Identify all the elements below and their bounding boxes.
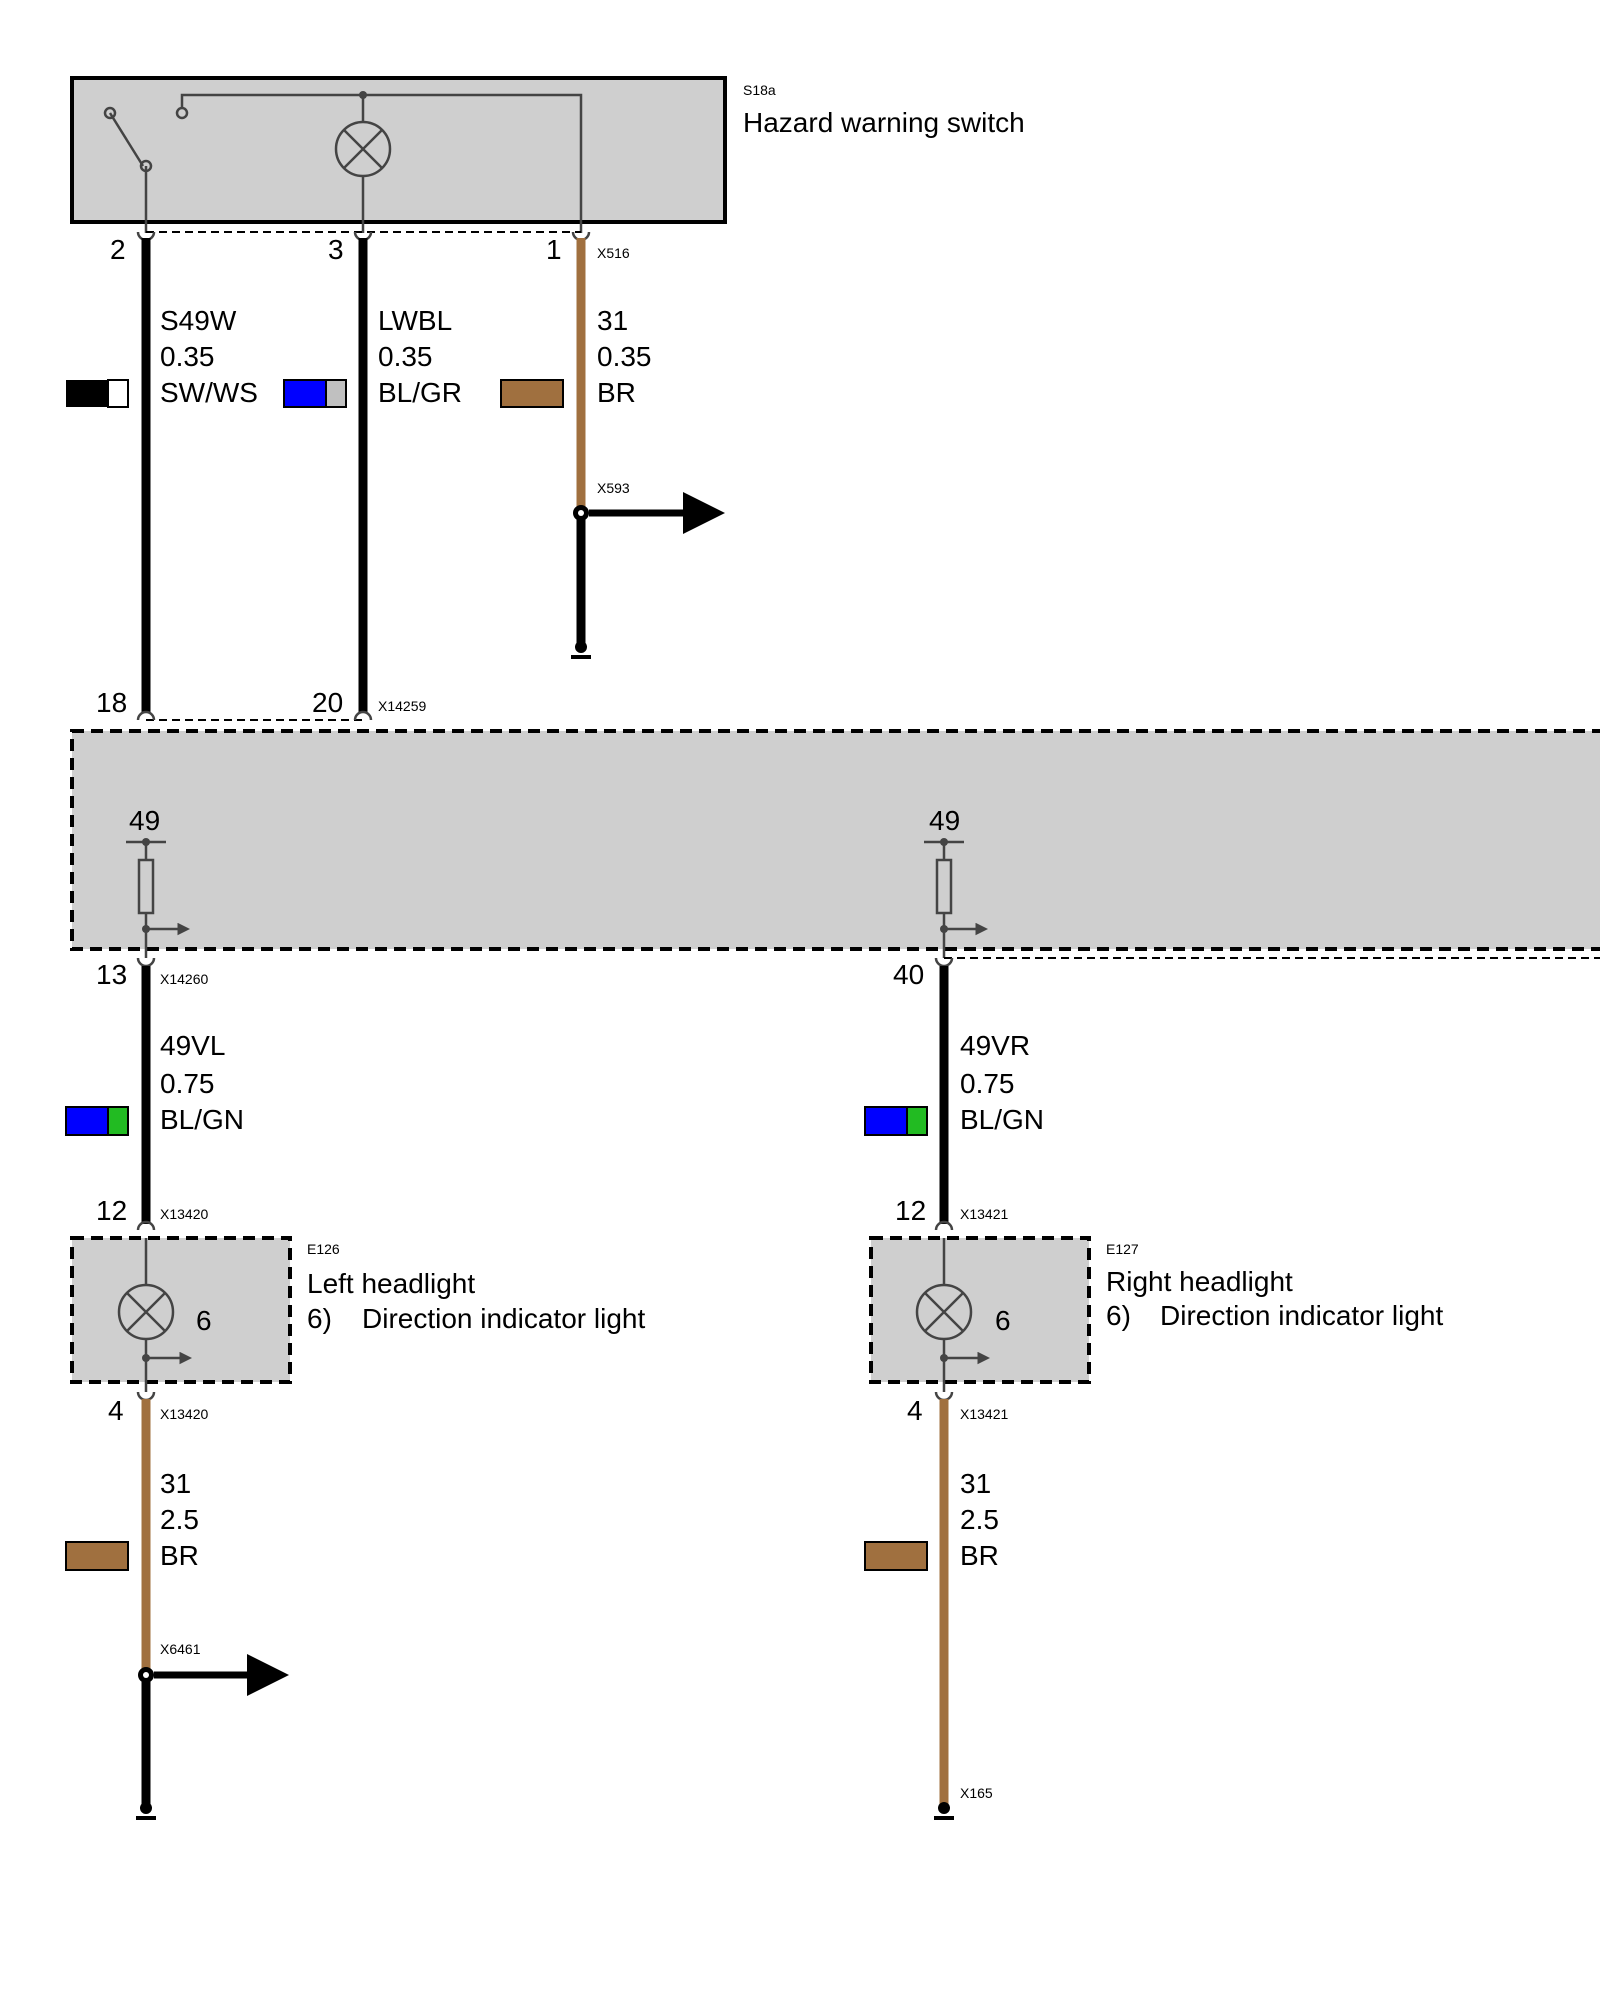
wire-signal: 31 — [160, 1468, 191, 1499]
pin-label: 12 — [895, 1195, 926, 1226]
terminal-label: 49 — [129, 805, 160, 836]
connector-id: X13420 — [160, 1406, 208, 1422]
terminal-label: 49 — [929, 805, 960, 836]
connector-id: X14259 — [378, 698, 426, 714]
wire-31-right: 31 2.5 BR X165 — [864, 1399, 999, 1820]
wire-color: BL/GR — [378, 377, 462, 408]
splice-id: X6461 — [160, 1641, 201, 1657]
pin-label: 3 — [328, 234, 344, 265]
item-number: 6) — [1106, 1300, 1131, 1331]
wire-size: 0.75 — [960, 1068, 1015, 1099]
lamp-number: 6 — [995, 1305, 1011, 1336]
component-name: Right headlight — [1106, 1266, 1293, 1297]
wire-color: BR — [597, 377, 636, 408]
switch-name: Hazard warning switch — [743, 107, 1025, 138]
control-module: 49 49 — [70, 729, 1600, 958]
wire-size: 0.35 — [160, 341, 215, 372]
pin-label: 12 — [96, 1195, 127, 1226]
component-name: Left headlight — [307, 1268, 475, 1299]
wire-size: 0.75 — [160, 1068, 215, 1099]
pin-label: 4 — [108, 1395, 124, 1426]
lamp-icon — [334, 120, 392, 178]
switch-id: S18a — [743, 82, 776, 98]
splice-id: X593 — [597, 480, 630, 496]
connector-id: X13421 — [960, 1406, 1008, 1422]
item-description: Direction indicator light — [362, 1303, 645, 1334]
module-input-connector: 18 20 X14259 — [96, 687, 426, 721]
item-number: 6) — [307, 1303, 332, 1334]
wire-signal: LWBL — [378, 305, 452, 336]
color-swatch — [65, 1541, 129, 1571]
wire-color: BL/GN — [960, 1104, 1044, 1135]
color-swatch — [864, 1541, 928, 1571]
wire-signal: 49VR — [960, 1030, 1030, 1061]
hazard-switch-component: S18a Hazard warning switch — [70, 76, 1025, 233]
color-swatch — [65, 1106, 129, 1136]
wire-signal: 31 — [597, 305, 628, 336]
wire-color: BL/GN — [160, 1104, 244, 1135]
item-description: Direction indicator light — [1160, 1300, 1443, 1331]
pin-label: 2 — [110, 234, 126, 265]
component-id: E127 — [1106, 1241, 1139, 1257]
connector-id: X13420 — [160, 1206, 208, 1222]
pin-label: 20 — [312, 687, 343, 718]
ground-icon — [571, 641, 591, 659]
switch-contact-icon — [108, 112, 148, 233]
color-swatch — [66, 379, 129, 408]
wire-size: 2.5 — [160, 1504, 199, 1535]
wire-s49w: S49W 0.35 SW/WS — [66, 238, 258, 712]
connector-id: X516 — [597, 245, 630, 261]
wire-signal: 49VL — [160, 1030, 225, 1061]
left-headlight-component: 12 X13420 6 4 X13420 E126 Left headlight… — [70, 1195, 645, 1426]
pin-label: 18 — [96, 687, 127, 718]
pin-label: 40 — [893, 959, 924, 990]
wire-signal: S49W — [160, 305, 237, 336]
color-swatch — [283, 379, 347, 408]
lamp-number: 6 — [196, 1305, 212, 1336]
resistor-output-left: 49 — [126, 805, 190, 958]
wire-size: 0.35 — [597, 341, 652, 372]
wire-49vl: 49VL 0.75 BL/GN — [65, 966, 244, 1224]
color-swatch — [500, 379, 564, 408]
connector-id: X14260 — [160, 971, 208, 987]
right-headlight-component: 12 X13421 6 4 X13421 E127 Right headligh… — [869, 1195, 1443, 1426]
wire-signal: 31 — [960, 1468, 991, 1499]
pin-label: 13 — [96, 959, 127, 990]
wire-49vr: 49VR 0.75 BL/GN — [864, 966, 1044, 1224]
wire-31-top: 31 0.35 BR X593 — [500, 238, 725, 659]
pin-label: 1 — [546, 234, 562, 265]
module-output-connector: 13 40 X14260 — [96, 957, 1600, 990]
wire-size: 0.35 — [378, 341, 433, 372]
ground-id: X165 — [960, 1785, 993, 1801]
pin-label: 4 — [907, 1395, 923, 1426]
resistor-output-right: 49 — [924, 805, 988, 958]
ground-icon — [934, 1802, 954, 1820]
component-id: E126 — [307, 1241, 340, 1257]
color-swatch — [864, 1106, 928, 1136]
wire-31-left: 31 2.5 BR X6461 — [65, 1399, 289, 1820]
switch-connector: 2 3 1 X516 — [110, 231, 630, 265]
ground-icon — [136, 1802, 156, 1820]
wire-size: 2.5 — [960, 1504, 999, 1535]
wire-lwbl: LWBL 0.35 BL/GR — [283, 238, 462, 712]
wire-color: BR — [160, 1540, 199, 1571]
wire-color: BR — [960, 1540, 999, 1571]
connector-id: X13421 — [960, 1206, 1008, 1222]
wire-color: SW/WS — [160, 377, 258, 408]
